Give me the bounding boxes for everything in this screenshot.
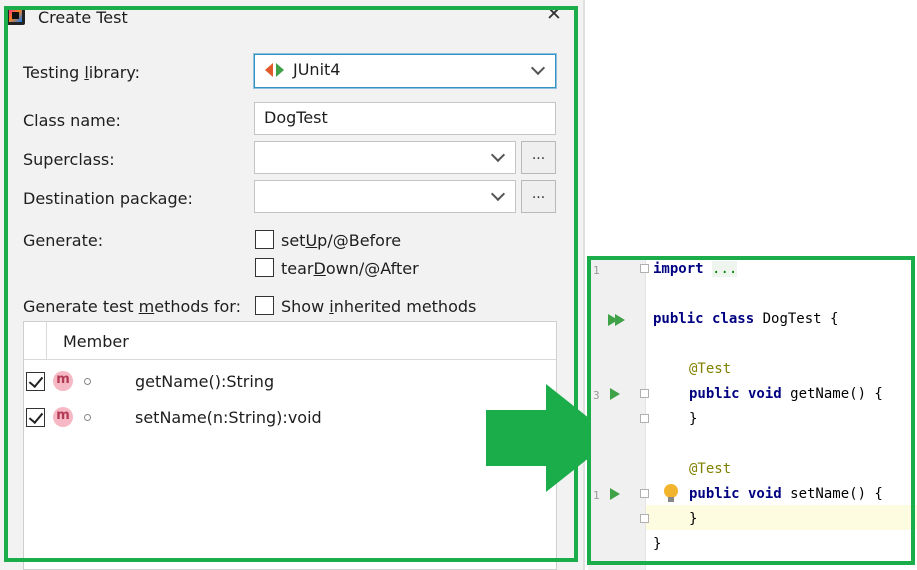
lightbulb-icon[interactable] bbox=[664, 484, 678, 502]
superclass-combo[interactable] bbox=[254, 141, 516, 174]
fold-icon[interactable] bbox=[640, 414, 649, 423]
code-line-class: public class DogTest { bbox=[653, 311, 839, 327]
fold-icon[interactable] bbox=[640, 514, 649, 523]
teardown-checkbox[interactable] bbox=[255, 258, 274, 277]
visibility-icon bbox=[84, 414, 91, 421]
setup-checkbox[interactable] bbox=[255, 230, 274, 249]
show-inherited-checkbox[interactable] bbox=[255, 296, 274, 315]
code-editor[interactable]: 1 3 1 import ... public class DogTest { … bbox=[588, 256, 917, 570]
teardown-checkbox-label[interactable]: tearDown/@After bbox=[281, 259, 419, 278]
table-row[interactable]: m getName():String bbox=[24, 364, 556, 400]
run-class-icon[interactable] bbox=[615, 314, 625, 326]
arrow-right-icon bbox=[486, 384, 614, 492]
testing-library-select[interactable]: JUnit4 bbox=[254, 54, 556, 88]
editor-highlight-frame bbox=[587, 256, 915, 565]
dialog-titlebar: Create Test ✕ bbox=[0, 0, 580, 34]
member-table-header: Member bbox=[24, 322, 556, 360]
line-number: 3 bbox=[593, 389, 600, 402]
destination-package-label: Destination package: bbox=[23, 189, 193, 208]
destination-package-combo[interactable] bbox=[254, 180, 516, 213]
show-inherited-label[interactable]: Show inherited methods bbox=[281, 297, 477, 316]
code-line-annotation: @Test bbox=[689, 361, 732, 377]
line-number: 1 bbox=[593, 264, 600, 277]
member-checkbox[interactable] bbox=[26, 408, 45, 427]
header-separator bbox=[46, 322, 47, 360]
intellij-logo-icon bbox=[6, 6, 25, 25]
class-name-input[interactable]: DogTest bbox=[254, 102, 556, 135]
create-test-dialog: Create Test ✕ Testing library: JUnit4 Cl… bbox=[0, 0, 585, 570]
method-icon: m bbox=[53, 371, 73, 391]
member-table: Member m getName():String m setName(n:St… bbox=[23, 321, 557, 570]
class-name-label: Class name: bbox=[23, 111, 121, 130]
code-line-close: } bbox=[689, 511, 698, 527]
code-line-close: } bbox=[689, 411, 698, 427]
fold-icon[interactable] bbox=[640, 389, 649, 398]
run-class-icon[interactable] bbox=[608, 314, 618, 326]
setup-checkbox-label[interactable]: setUp/@Before bbox=[281, 231, 402, 250]
line-number: 1 bbox=[593, 489, 600, 502]
superclass-browse-button[interactable]: ... bbox=[521, 141, 556, 174]
table-row[interactable]: m setName(n:String):void bbox=[24, 400, 556, 436]
fold-icon[interactable] bbox=[640, 264, 649, 273]
member-name: getName():String bbox=[135, 372, 275, 391]
code-line-method: public void setName() { bbox=[689, 486, 883, 502]
code-line-method: public void getName() { bbox=[689, 386, 883, 402]
generate-methods-label: Generate test methods for: bbox=[23, 297, 241, 316]
junit-icon bbox=[265, 63, 285, 79]
run-test-icon[interactable] bbox=[610, 388, 620, 400]
code-line-close-class: } bbox=[653, 536, 662, 552]
testing-library-value: JUnit4 bbox=[293, 60, 341, 79]
dialog-title: Create Test bbox=[38, 8, 128, 27]
testing-library-label: Testing library: bbox=[23, 63, 141, 82]
generate-label: Generate: bbox=[23, 231, 104, 250]
visibility-icon bbox=[84, 378, 91, 385]
superclass-label: Superclass: bbox=[23, 150, 115, 169]
editor-gutter bbox=[588, 256, 646, 570]
destination-browse-button[interactable]: ... bbox=[521, 180, 556, 213]
member-name: setName(n:String):void bbox=[135, 408, 322, 427]
member-column-header[interactable]: Member bbox=[63, 332, 129, 351]
dialog-highlight-frame bbox=[4, 6, 578, 562]
code-line-annotation: @Test bbox=[689, 461, 732, 477]
code-line-import: import ... bbox=[653, 261, 738, 277]
fold-icon[interactable] bbox=[640, 489, 649, 498]
member-checkbox[interactable] bbox=[26, 372, 45, 391]
run-test-icon[interactable] bbox=[610, 488, 620, 500]
method-icon: m bbox=[53, 407, 73, 427]
dialog-border bbox=[583, 0, 585, 570]
